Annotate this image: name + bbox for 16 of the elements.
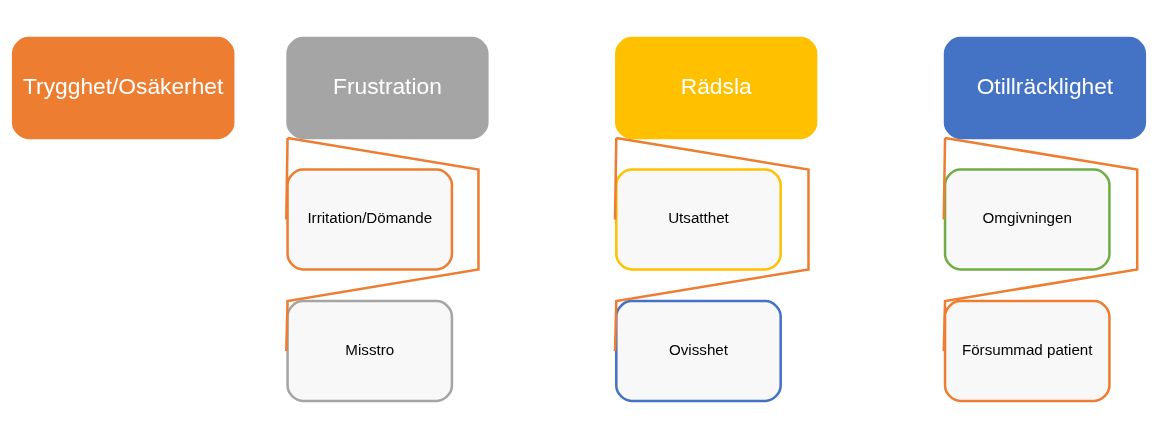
- node-box: Omgivningen: [943, 167, 1111, 271]
- connector: [285, 136, 480, 351]
- connector: [613, 136, 810, 351]
- connector: [942, 137, 947, 220]
- node-box: Trygghet/Osäkerhet: [11, 36, 235, 139]
- node-box: Ovisshet: [615, 299, 782, 402]
- node-box: Försummad patient: [943, 299, 1111, 402]
- node-box: Irritation/Dömande: [286, 167, 454, 271]
- node-box: Frustration: [286, 36, 489, 139]
- connector: [613, 137, 618, 219]
- connector: [942, 136, 1139, 351]
- node-box: Rädsla: [615, 36, 818, 139]
- node-box: Utsatthet: [615, 167, 782, 271]
- node-box: Otillräcklighet: [943, 36, 1147, 139]
- connector: [285, 137, 289, 219]
- node-box: Misstro: [286, 299, 454, 402]
